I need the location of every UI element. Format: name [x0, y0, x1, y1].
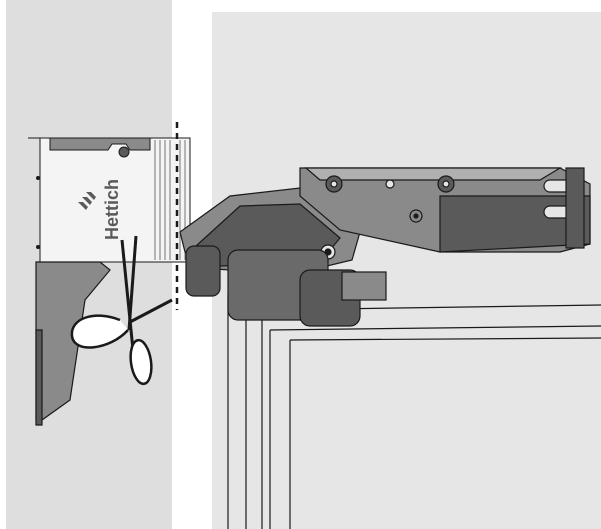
template-hole-top [118, 146, 130, 158]
scissors-icon [70, 235, 173, 386]
cabinet-mounting-plate [299, 167, 591, 253]
plate-screw-mid [385, 179, 395, 189]
hettich-logo-icon [78, 192, 96, 210]
template-hole-left [36, 176, 40, 180]
template-hole-left-low [36, 245, 40, 249]
drilling-template: Hettich [28, 137, 191, 263]
brand-label: Hettich [102, 179, 122, 240]
